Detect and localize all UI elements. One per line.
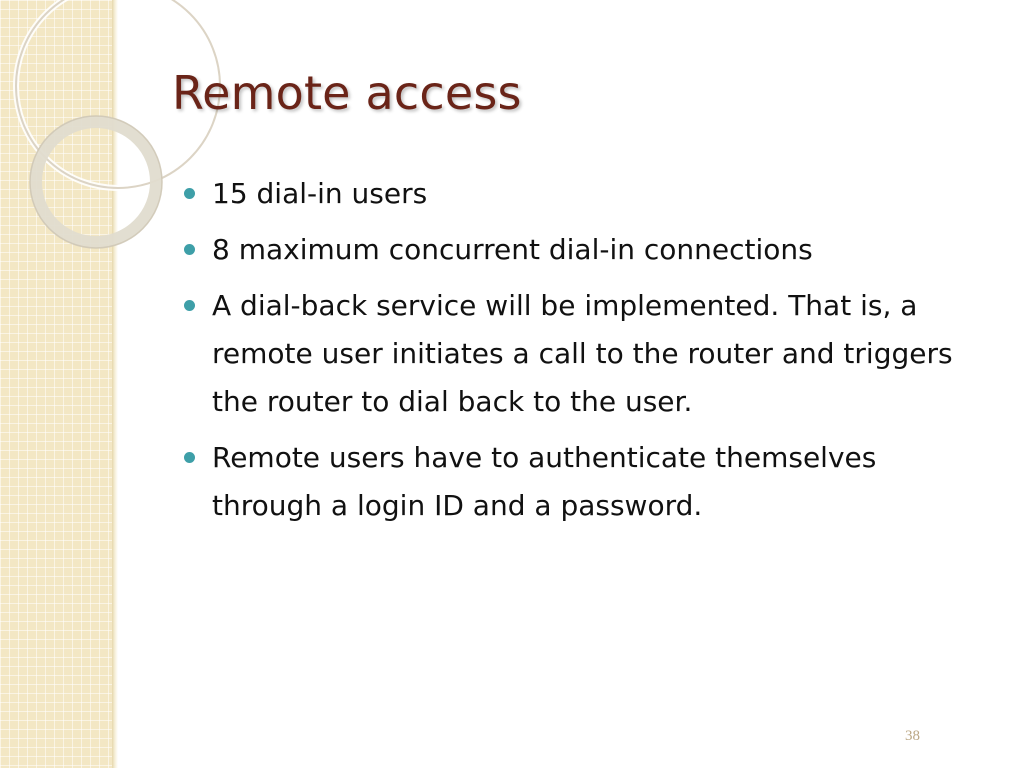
decorative-rings — [13, 0, 223, 249]
upper-ring-shade — [15, 0, 221, 189]
bullet-marker-icon — [184, 452, 195, 463]
lower-ring-outline — [29, 115, 163, 249]
bullet-text: A dial-back service will be implemented.… — [212, 289, 953, 418]
bullet-text: 15 dial-in users — [212, 177, 428, 210]
band-edge-shadow — [112, 0, 118, 768]
bullet-item: A dial-back service will be implemented.… — [184, 282, 984, 426]
bullet-text: 8 maximum concurrent dial-in connections — [212, 233, 813, 266]
slide-page-number: 38 — [905, 728, 920, 744]
bullet-marker-icon — [184, 188, 195, 199]
bullet-item: 8 maximum concurrent dial-in connections — [184, 226, 984, 274]
bullet-text: Remote users have to authenticate themse… — [212, 441, 877, 522]
bullet-marker-icon — [184, 244, 195, 255]
bullet-marker-icon — [184, 300, 195, 311]
lower-ring — [30, 116, 162, 248]
bullet-list: 15 dial-in users 8 maximum concurrent di… — [184, 170, 984, 538]
bullet-item: Remote users have to authenticate themse… — [184, 434, 984, 530]
bullet-item: 15 dial-in users — [184, 170, 984, 218]
slide-title: Remote access — [172, 66, 522, 120]
